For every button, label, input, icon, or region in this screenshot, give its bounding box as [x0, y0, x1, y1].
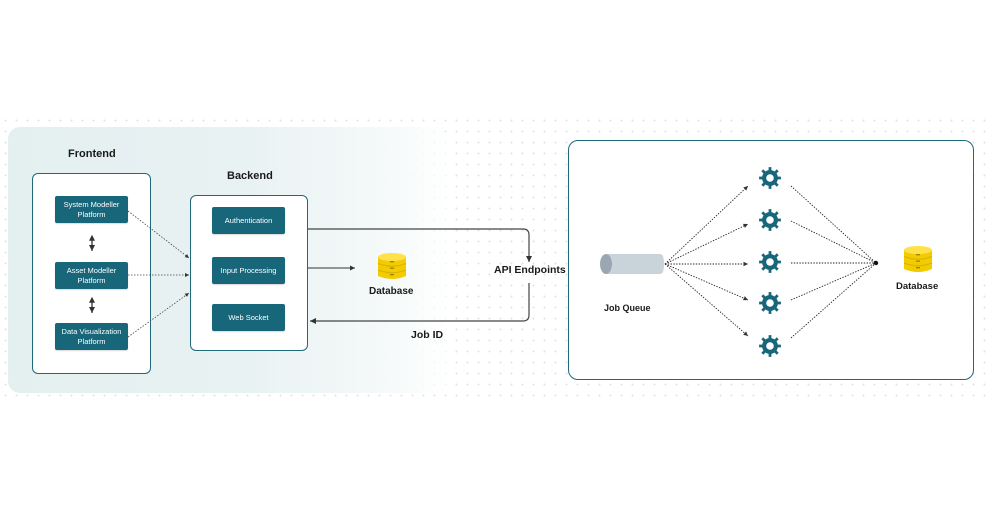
database-icon	[377, 253, 407, 279]
authentication-node[interactable]: Authentication	[212, 207, 285, 234]
gear-icon[interactable]	[758, 250, 782, 274]
backend-to-api-line	[308, 228, 532, 262]
gear-icon[interactable]	[758, 334, 782, 358]
worker-to-database-lines	[790, 185, 877, 339]
gear-icon[interactable]	[758, 208, 782, 232]
backend-title: Backend	[227, 170, 273, 182]
database-label: Database	[896, 281, 939, 292]
frontend-to-backend-3	[127, 292, 190, 338]
database-icon	[903, 246, 933, 272]
queue-to-worker-lines	[664, 185, 749, 337]
frontend-title: Frontend	[68, 148, 116, 160]
database-join-point	[873, 260, 879, 266]
input-processing-node[interactable]: Input Processing	[212, 257, 285, 284]
frontend-to-backend-1	[127, 210, 190, 259]
job-queue-icon[interactable]	[598, 252, 666, 276]
job-queue-label: Job Queue	[604, 303, 651, 313]
api-endpoints-label: API Endpoints	[494, 264, 566, 276]
web-socket-node[interactable]: Web Socket	[212, 304, 285, 331]
gear-icon[interactable]	[758, 291, 782, 315]
system-modeller-platform-node[interactable]: System Modeller Platform	[55, 196, 128, 223]
gear-icon[interactable]	[758, 166, 782, 190]
database-label: Database	[369, 286, 414, 297]
data-visualization-platform-node[interactable]: Data Visualization Platform	[55, 323, 128, 350]
api-to-websocket-line	[310, 283, 530, 324]
asset-modeller-platform-node[interactable]: Asset Modeller Platform	[55, 262, 128, 289]
job-id-label: Job ID	[411, 329, 444, 341]
